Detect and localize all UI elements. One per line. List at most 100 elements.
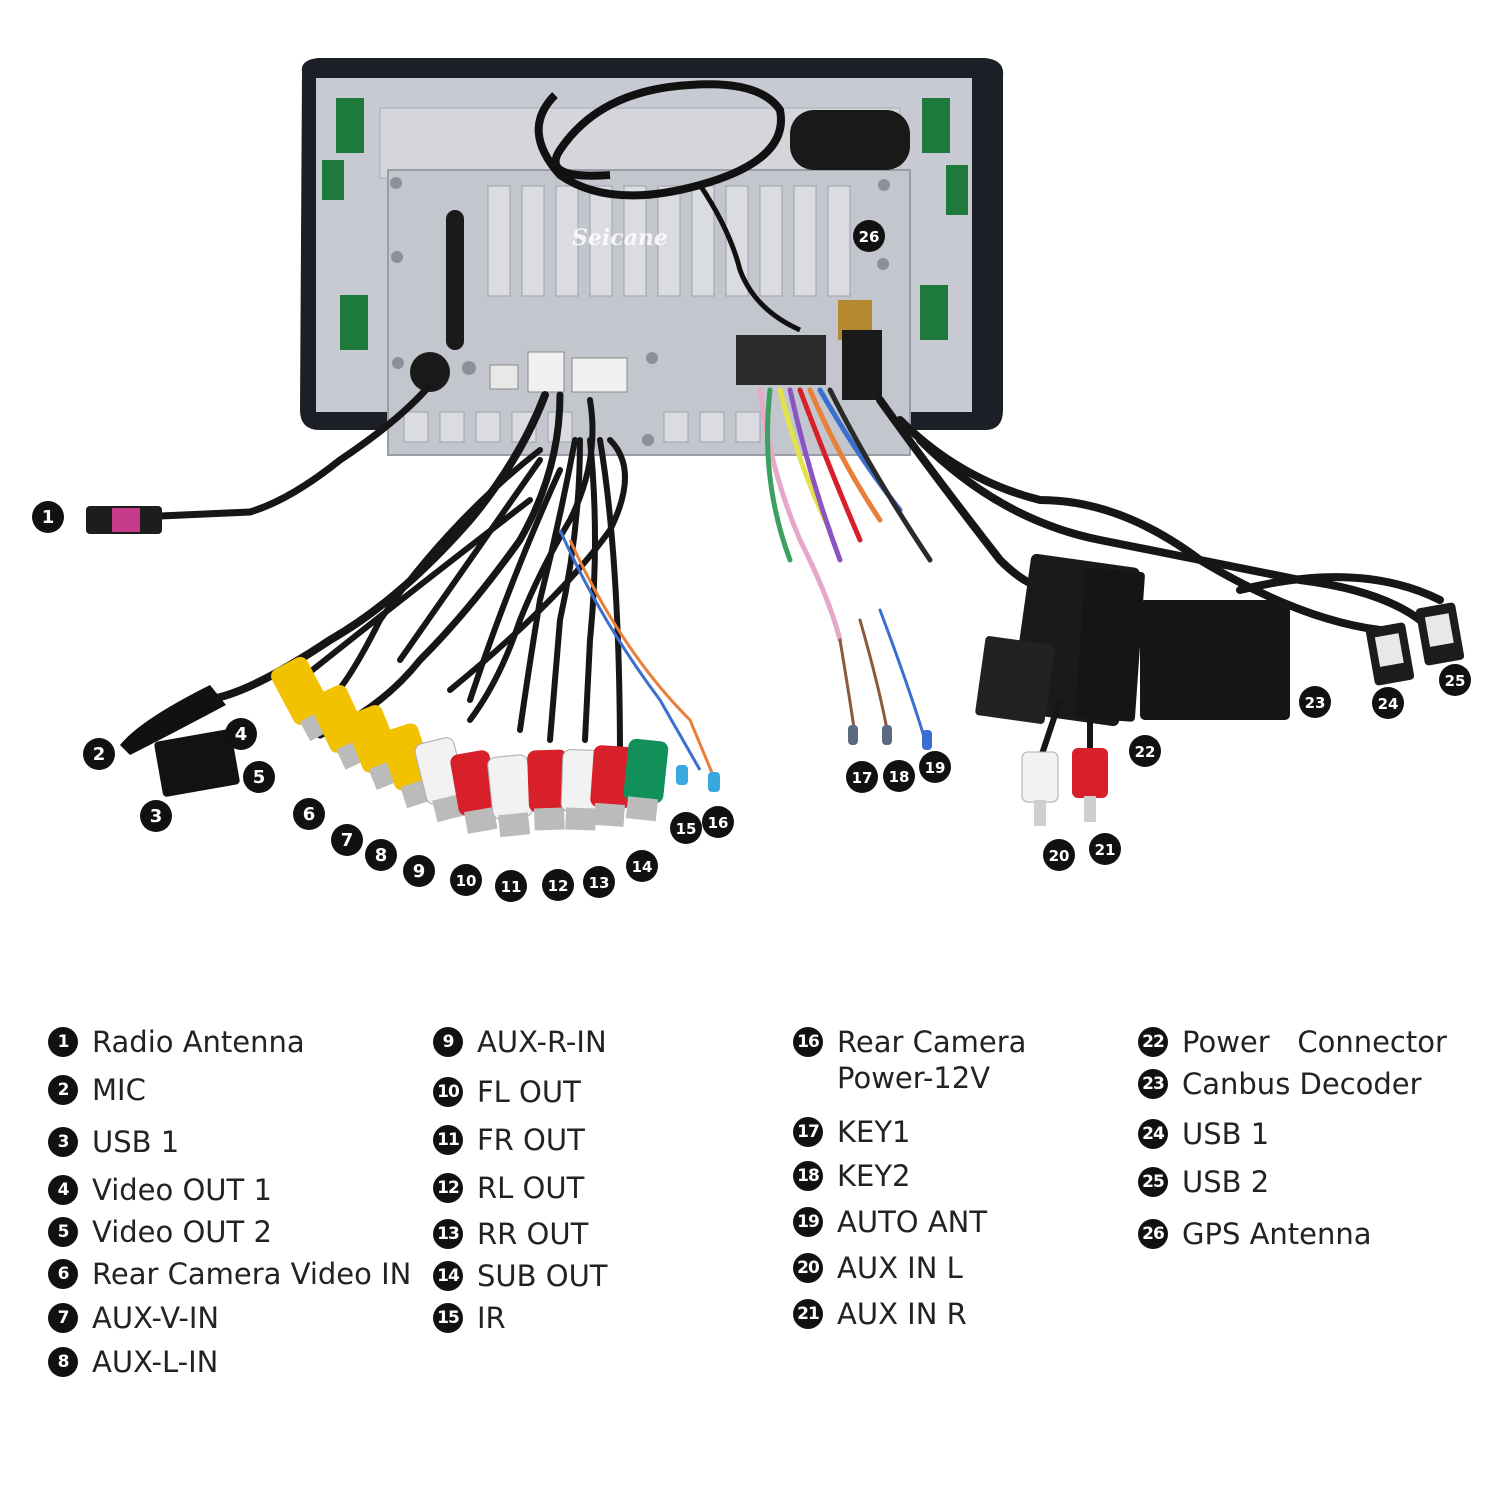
callout-badge-9: 9 — [403, 855, 435, 887]
number-badge: 5 — [48, 1217, 78, 1247]
number-badge: 12 — [433, 1173, 463, 1203]
legend-label: USB 1 — [92, 1125, 180, 1159]
callout-number: 18 — [889, 768, 910, 786]
callout-number: 9 — [413, 861, 426, 882]
legend-item-23: 23 Canbus Decoder — [1138, 1066, 1422, 1102]
callout-badge-13: 13 — [583, 866, 615, 898]
callout-number: 15 — [676, 820, 697, 838]
callout-circle — [846, 761, 878, 793]
callout-badge-25: 25 — [1439, 664, 1471, 696]
callout-circle — [1089, 833, 1121, 865]
legend-label: AUX-L-IN — [92, 1345, 219, 1379]
callout-number: 20 — [1049, 847, 1070, 865]
legend-label: Video OUT 2 — [92, 1215, 272, 1249]
number-badge: 24 — [1138, 1119, 1168, 1149]
callout-badge-12: 12 — [542, 869, 574, 901]
callout-badge-4: 4 — [225, 718, 257, 750]
usb-ends — [1365, 602, 1465, 686]
number-badge: 2 — [48, 1075, 78, 1105]
callout-circle — [243, 761, 275, 793]
power-connector — [975, 553, 1145, 727]
number-badge: 19 — [793, 1207, 823, 1237]
legend-label: RL OUT — [477, 1171, 585, 1205]
callout-number: 3 — [150, 806, 163, 827]
callout-circle — [32, 501, 64, 533]
callout-badge-23: 23 — [1299, 686, 1331, 718]
wifi-antenna — [446, 210, 464, 350]
legend-label: AUX IN R — [837, 1297, 967, 1331]
callout-circle — [583, 866, 615, 898]
legend-label: GPS Antenna — [1182, 1217, 1372, 1251]
callout-badge-15: 15 — [670, 812, 702, 844]
legend-item-21: 21 AUX IN R — [793, 1296, 967, 1332]
legend-label: Canbus Decoder — [1182, 1067, 1422, 1101]
callout-number: 17 — [852, 769, 873, 787]
callout-badge-5: 5 — [243, 761, 275, 793]
legend-label: USB 1 — [1182, 1117, 1270, 1151]
callout-badge-7: 7 — [331, 824, 363, 856]
number-badge: 4 — [48, 1175, 78, 1205]
callout-number: 2 — [93, 744, 106, 765]
callout-number: 12 — [548, 877, 569, 895]
gps-antenna-puck — [790, 110, 910, 170]
head-unit-rear: Seicane — [300, 58, 1004, 456]
canbus-decoder-box — [1140, 600, 1290, 720]
legend-item-5: 5 Video OUT 2 — [48, 1214, 272, 1250]
callout-circle — [495, 870, 527, 902]
callout-badge-16: 16 — [702, 806, 734, 838]
callout-badge-14: 14 — [626, 850, 658, 882]
legend-label: AUX IN L — [837, 1251, 963, 1285]
callout-badge-24: 24 — [1372, 687, 1404, 719]
number-badge: 21 — [793, 1299, 823, 1329]
callout-circle — [1439, 664, 1471, 696]
legend-label: AUX-V-IN — [92, 1301, 220, 1335]
number-badge: 22 — [1138, 1027, 1168, 1057]
legend-item-12: 12 RL OUT — [433, 1170, 584, 1206]
callout-circle — [670, 812, 702, 844]
number-badge: 20 — [793, 1253, 823, 1283]
callout-badge-18: 18 — [883, 760, 915, 792]
callout-number: 25 — [1445, 672, 1466, 690]
callout-number: 6 — [303, 804, 316, 825]
legend-label: Rear Camera Video IN — [92, 1257, 412, 1291]
callout-number: 22 — [1135, 743, 1156, 761]
number-badge: 17 — [793, 1117, 823, 1147]
rca-connectors — [271, 656, 669, 838]
callout-circle — [883, 760, 915, 792]
callout-circle — [83, 738, 115, 770]
number-badge: 13 — [433, 1219, 463, 1249]
callout-badge-17: 17 — [846, 761, 878, 793]
legend-label: USB 2 — [1182, 1165, 1270, 1199]
legend-label: RR OUT — [477, 1217, 589, 1251]
callout-badge-19: 19 — [919, 751, 951, 783]
number-badge: 26 — [1138, 1219, 1168, 1249]
legend-label-line1: Rear Camera — [837, 1025, 1027, 1059]
legend-label: Video OUT 1 — [92, 1173, 272, 1207]
legend-item-20: 20 AUX IN L — [793, 1250, 963, 1286]
callout-circle — [293, 798, 325, 830]
callout-circle — [1299, 686, 1331, 718]
legend-label: Power Connector — [1182, 1025, 1447, 1059]
callout-badge-10: 10 — [450, 864, 482, 896]
number-badge: 18 — [793, 1161, 823, 1191]
callout-badge-11: 11 — [495, 870, 527, 902]
callout-circle — [331, 824, 363, 856]
number-badge: 23 — [1138, 1069, 1168, 1099]
number-badge: 11 — [433, 1125, 463, 1155]
left-harness — [156, 381, 628, 763]
callout-circle — [919, 751, 951, 783]
watermark: Seicane — [572, 225, 668, 251]
callout-number: 23 — [1305, 694, 1326, 712]
